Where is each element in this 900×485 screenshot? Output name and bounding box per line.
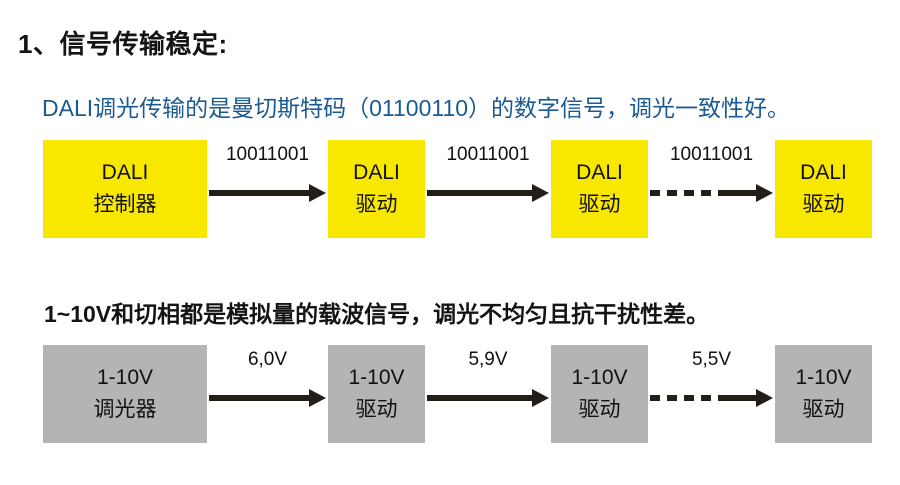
node-line1: 1-10V — [795, 366, 852, 390]
node-line1: 1-10V — [348, 366, 405, 390]
analog-node-dimmer: 1-10V 调光器 — [43, 345, 207, 443]
page-title: 1、信号传输稳定: — [18, 29, 228, 59]
dali-node-driver-3: DALI 驱动 — [775, 140, 872, 238]
arrow-right-dashed-icon — [650, 389, 773, 407]
analog-description: 1~10V和切相都是模拟量的载波信号，调光不均匀且抗干扰性差。 — [44, 301, 710, 327]
connector-label: 6,0V — [247, 349, 288, 370]
arrow-right-icon — [209, 389, 326, 407]
analog-connector-1: 6,0V — [207, 345, 328, 443]
dali-flow-diagram: DALI 控制器 10011001 DALI 驱动 10011001 DALI … — [0, 140, 900, 250]
node-line1: DALI — [576, 161, 623, 185]
node-line2: 驱动 — [802, 397, 845, 421]
dali-connector-1: 10011001 — [207, 140, 328, 238]
connector-label: 10011001 — [446, 144, 530, 165]
dali-connector-3: 10011001 — [648, 140, 775, 238]
node-line2: 驱动 — [578, 397, 621, 421]
node-line2: 驱动 — [355, 192, 398, 216]
dali-node-driver-2: DALI 驱动 — [551, 140, 648, 238]
node-line2: 驱动 — [355, 397, 398, 421]
node-line2: 驱动 — [578, 192, 621, 216]
node-line1: 1-10V — [571, 366, 628, 390]
arrow-right-icon — [209, 184, 326, 202]
connector-label: 5,9V — [468, 349, 508, 370]
analog-node-driver-1: 1-10V 驱动 — [328, 345, 425, 443]
connector-label: 10011001 — [669, 144, 754, 165]
node-line2: 控制器 — [93, 192, 157, 216]
dali-node-driver-1: DALI 驱动 — [328, 140, 425, 238]
analog-flow-diagram: 1-10V 调光器 6,0V 1-10V 驱动 5,9V 1-10V 驱动 5,… — [0, 345, 900, 455]
node-line2: 驱动 — [802, 192, 845, 216]
arrow-right-icon — [427, 184, 549, 202]
dali-description: DALI调光传输的是曼切斯特码（01100110）的数字信号，调光一致性好。 — [42, 95, 791, 121]
dali-node-controller: DALI 控制器 — [43, 140, 207, 238]
node-line1: DALI — [101, 161, 149, 185]
node-line2: 调光器 — [93, 397, 157, 421]
node-line1: DALI — [353, 161, 400, 185]
analog-connector-2: 5,9V — [425, 345, 551, 443]
dali-connector-2: 10011001 — [425, 140, 551, 238]
node-line1: DALI — [800, 161, 847, 185]
analog-node-driver-3: 1-10V 驱动 — [775, 345, 872, 443]
analog-node-driver-2: 1-10V 驱动 — [551, 345, 648, 443]
arrow-right-dashed-icon — [650, 184, 773, 202]
connector-label: 5,5V — [691, 349, 732, 370]
analog-connector-3: 5,5V — [648, 345, 775, 443]
node-line1: 1-10V — [96, 366, 154, 390]
connector-label: 10011001 — [225, 144, 310, 165]
arrow-right-icon — [427, 389, 549, 407]
